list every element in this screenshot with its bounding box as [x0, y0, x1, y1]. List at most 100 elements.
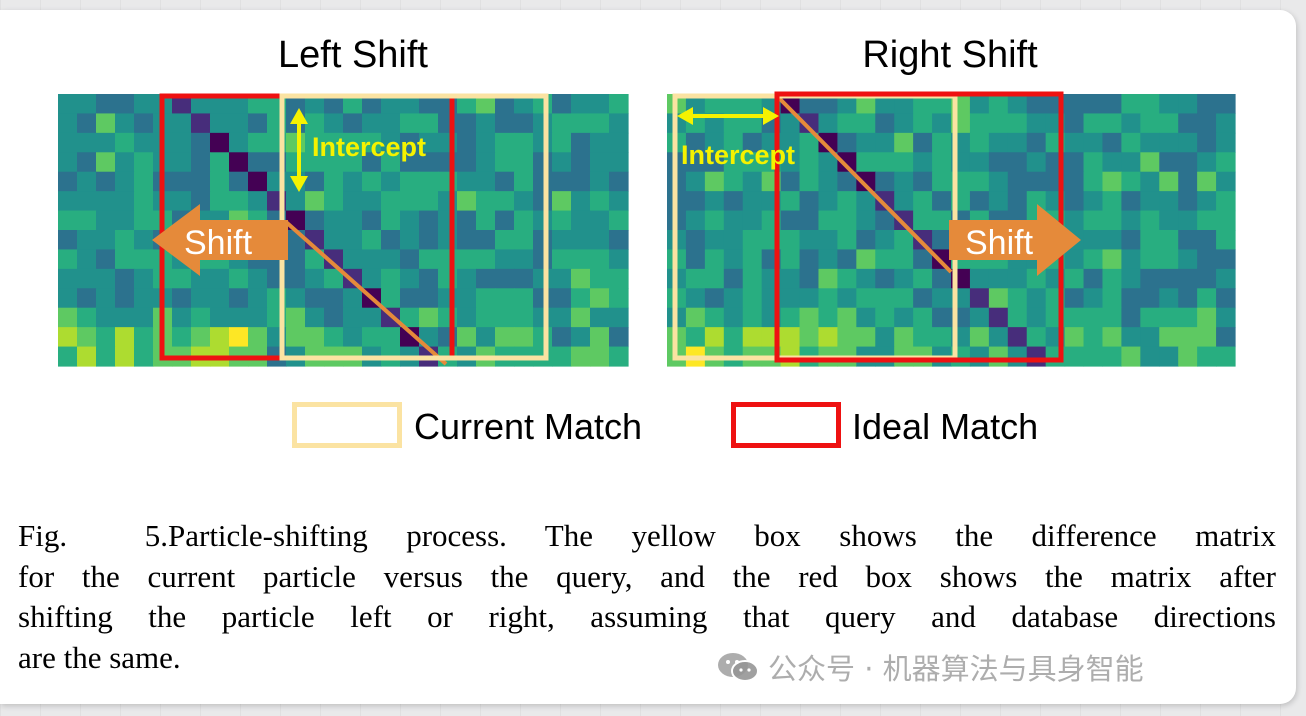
heatmap-cell [324, 327, 344, 348]
heatmap-cell [324, 132, 344, 153]
heatmap-cell [818, 132, 838, 153]
heatmap-cell [742, 94, 763, 115]
heatmap-cell [1083, 132, 1104, 153]
heatmap-cell [894, 268, 914, 289]
heatmap-cell [115, 171, 135, 192]
heatmap-cell [1197, 132, 1217, 153]
heatmap-cell [381, 171, 401, 192]
heatmap-cell [1216, 210, 1236, 231]
heatmap-cell [552, 191, 572, 212]
heatmap-cell [286, 249, 306, 270]
heatmap-cell [77, 288, 97, 309]
heatmap-cell [1121, 171, 1141, 192]
heatmap-cell [552, 152, 572, 173]
heatmap-cell [362, 171, 382, 192]
heatmap-cell [400, 171, 420, 192]
heatmap-cell [1121, 191, 1141, 212]
heatmap-cell [590, 152, 610, 173]
heatmap-cell [1064, 171, 1085, 192]
heatmap-cell [1083, 249, 1104, 270]
heatmap-cell [780, 113, 801, 134]
heatmap-cell [1007, 327, 1028, 348]
heatmap-cell [172, 307, 192, 328]
heatmap-cell [419, 307, 439, 328]
heatmap-cell [1197, 288, 1217, 309]
heatmap-cell [305, 307, 325, 328]
heatmap-cell [533, 307, 553, 328]
heatmap-cell [1083, 327, 1104, 348]
heatmap-cell [457, 171, 477, 192]
heatmap-cell [571, 191, 591, 212]
heatmap-cell [438, 132, 458, 153]
heatmap-cell [381, 210, 401, 231]
heatmap-cell [1159, 268, 1179, 289]
heatmap-cell [286, 191, 306, 212]
heatmap-cell [1007, 171, 1028, 192]
heatmap-cell [96, 307, 116, 328]
left-match-diagonal [284, 220, 448, 366]
heatmap-cell [913, 230, 933, 251]
heatmap-cell [419, 210, 439, 231]
heatmap-cell [818, 327, 838, 348]
heatmap-cell [799, 152, 820, 173]
heatmap-cell [343, 288, 363, 309]
heatmap-cell [514, 327, 534, 348]
heatmap-cell [837, 307, 857, 328]
heatmap-cell [343, 94, 363, 115]
heatmap-cell [457, 210, 477, 231]
heatmap-cell [172, 268, 192, 289]
heatmap-cell [685, 210, 706, 231]
heatmap-cell [305, 94, 325, 115]
heatmap-cell [875, 210, 895, 231]
left-shift-arrow [152, 204, 288, 276]
heatmap-cell [438, 171, 458, 192]
heatmap-cell [1121, 346, 1141, 367]
heatmap-cell [286, 210, 306, 231]
heatmap-cell [58, 191, 78, 212]
heatmap-cell [457, 132, 477, 153]
heatmap-cell [533, 288, 553, 309]
heatmap-cell [248, 152, 268, 173]
heatmap-cell [723, 210, 744, 231]
heatmap-cell [115, 288, 135, 309]
heatmap-cell [229, 327, 249, 348]
heatmap-cell [1064, 132, 1085, 153]
heatmap-cell [552, 288, 572, 309]
heatmap-cell [818, 210, 838, 231]
heatmap-cell [704, 268, 725, 289]
heatmap-cell [533, 191, 553, 212]
heatmap-cell [134, 249, 154, 270]
heatmap-cell [1197, 171, 1217, 192]
heatmap-cell [799, 268, 820, 289]
heatmap-cell [988, 346, 1009, 367]
heatmap-cell [837, 191, 857, 212]
heatmap-cell [609, 346, 629, 367]
heatmap-cell [400, 210, 420, 231]
heatmap-cell [1064, 113, 1085, 134]
heatmap-cell [324, 288, 344, 309]
heatmap-cell [1007, 268, 1028, 289]
heatmap-cell [514, 268, 534, 289]
heatmap-cell [134, 132, 154, 153]
heatmap-cell [191, 307, 211, 328]
right-shift-panel: Intercept Shift [667, 91, 1236, 367]
heatmap-cell [1197, 249, 1217, 270]
heatmap-cell [1140, 288, 1160, 309]
heatmap-cell [894, 132, 914, 153]
heatmap-cell [514, 152, 534, 173]
heatmap-cell [799, 307, 820, 328]
heatmap-cell [115, 94, 135, 115]
heatmap-cell [590, 94, 610, 115]
heatmap-cell [305, 152, 325, 173]
heatmap-cell [533, 210, 553, 231]
heatmap-cell [932, 230, 952, 251]
heatmap-cell [932, 152, 952, 173]
heatmap-cell [723, 191, 744, 212]
heatmap-cell [742, 307, 763, 328]
heatmap-cell [1140, 132, 1160, 153]
heatmap-cell [894, 113, 914, 134]
heatmap-cell [1102, 171, 1122, 192]
heatmap-cell [400, 113, 420, 134]
heatmap-cell [1064, 94, 1085, 115]
heatmap-cell [609, 132, 629, 153]
